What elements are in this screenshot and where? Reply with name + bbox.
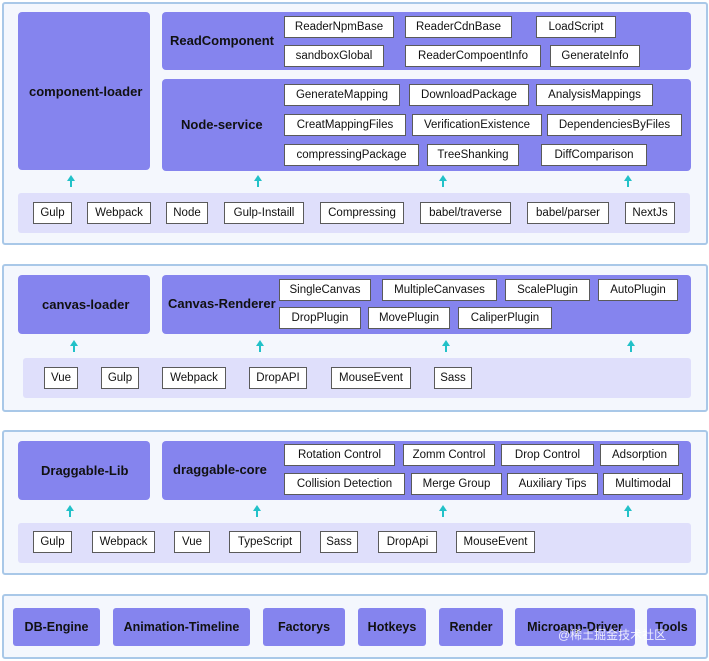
base-item-gulp: Gulp — [101, 367, 139, 389]
up-arrow-icon — [256, 340, 264, 352]
adsorption-box: Adsorption — [600, 444, 679, 466]
auto-plugin-box: AutoPlugin — [598, 279, 678, 301]
base-item-typescript: TypeScript — [229, 531, 301, 553]
analysis-mappings-box: AnalysisMappings — [536, 84, 653, 106]
scale-plugin-box: ScalePlugin — [505, 279, 590, 301]
base-item-node: Node — [166, 202, 208, 224]
up-arrow-icon — [254, 175, 262, 187]
component-loader-block — [18, 12, 150, 170]
creat-mapping-files-box: CreatMappingFiles — [284, 114, 406, 136]
canvas-loader-title: canvas-loader — [42, 297, 130, 312]
base-item-webpack: Webpack — [162, 367, 226, 389]
tree-shanking-box: TreeShanking — [427, 144, 519, 166]
generate-mapping-box: GenerateMapping — [284, 84, 400, 106]
collision-detection-box: Collision Detection — [284, 473, 405, 495]
tool-tools: Tools — [647, 608, 696, 646]
multimodal-box: Multimodal — [603, 473, 683, 495]
drop-plugin-box: DropPlugin — [279, 307, 361, 329]
base-item-gulp: Gulp — [33, 202, 72, 224]
reader-cdn-base-box: ReaderCdnBase — [405, 16, 512, 38]
up-arrow-icon — [624, 505, 632, 517]
base-item-webpack: Webpack — [87, 202, 151, 224]
diff-comparison-box: DiffComparison — [541, 144, 647, 166]
drop-control-box: Drop Control — [501, 444, 594, 466]
tool-hotkeys: Hotkeys — [358, 608, 426, 646]
tool-render: Render — [439, 608, 503, 646]
generate-info-box: GenerateInfo — [550, 45, 640, 67]
base-item-sass: Sass — [434, 367, 472, 389]
up-arrow-icon — [624, 175, 632, 187]
up-arrow-icon — [70, 340, 78, 352]
sandbox-global-box: sandboxGlobal — [284, 45, 384, 67]
draggable-lib-block — [18, 441, 150, 500]
up-arrow-icon — [442, 340, 450, 352]
tool-microapp-driver: Microapp-Driver — [515, 608, 635, 646]
auxiliary-tips-box: Auxiliary Tips — [507, 473, 598, 495]
base-item-babel-parser: babel/parser — [527, 202, 609, 224]
up-arrow-icon — [67, 175, 75, 187]
up-arrow-icon — [253, 505, 261, 517]
reader-npm-base-box: ReaderNpmBase — [284, 16, 394, 38]
base-item-nextjs: NextJs — [625, 202, 675, 224]
move-plugin-box: MovePlugin — [368, 307, 450, 329]
verification-existence-box: VerificationExistence — [412, 114, 542, 136]
base-item-mouseevent: MouseEvent — [331, 367, 411, 389]
canvas-loader-block — [18, 275, 150, 334]
base-item-webpack: Webpack — [92, 531, 155, 553]
up-arrow-icon — [627, 340, 635, 352]
base-item-compressing: Compressing — [320, 202, 404, 224]
reader-compoent-info-box: ReaderCompoentInfo — [405, 45, 541, 67]
tool-animation-timeline: Animation-Timeline — [113, 608, 250, 646]
node-service-title: Node-service — [181, 117, 263, 132]
compressing-package-box: compressingPackage — [284, 144, 419, 166]
multiple-canvases-box: MultipleCanvases — [382, 279, 497, 301]
component-loader-title: component-loader — [29, 84, 143, 99]
load-script-box: LoadScript — [536, 16, 616, 38]
base-item-mouseevent: MouseEvent — [456, 531, 535, 553]
read-component-title: ReadComponent — [170, 33, 274, 48]
merge-group-box: Merge Group — [411, 473, 502, 495]
base-item-sass: Sass — [320, 531, 358, 553]
dependencies-by-files-box: DependenciesByFiles — [547, 114, 682, 136]
single-canvas-box: SingleCanvas — [279, 279, 371, 301]
caliper-plugin-box: CaliperPlugin — [458, 307, 552, 329]
base-item-gulp-instaill: Gulp-Instaill — [224, 202, 304, 224]
up-arrow-icon — [439, 505, 447, 517]
draggable-lib-title: Draggable-Lib — [41, 463, 129, 478]
canvas-renderer-title: Canvas-Renderer — [168, 296, 276, 311]
base-item-gulp: Gulp — [33, 531, 72, 553]
base-item-babel-traverse: babel/traverse — [420, 202, 511, 224]
up-arrow-icon — [439, 175, 447, 187]
base-item-dropapi: DropAPI — [249, 367, 307, 389]
watermark-text: @稀土掘金技术社区 — [558, 628, 667, 642]
zomm-control-box: Zomm Control — [403, 444, 495, 466]
base-item-vue: Vue — [44, 367, 78, 389]
up-arrow-icon — [66, 505, 74, 517]
tool-factorys: Factorys — [263, 608, 345, 646]
tool-db-engine: DB-Engine — [13, 608, 100, 646]
rotation-control-box: Rotation Control — [284, 444, 395, 466]
download-package-box: DownloadPackage — [409, 84, 529, 106]
base-item-vue: Vue — [174, 531, 210, 553]
base-item-dropapi: DropApi — [378, 531, 437, 553]
draggable-core-title: draggable-core — [173, 462, 267, 477]
